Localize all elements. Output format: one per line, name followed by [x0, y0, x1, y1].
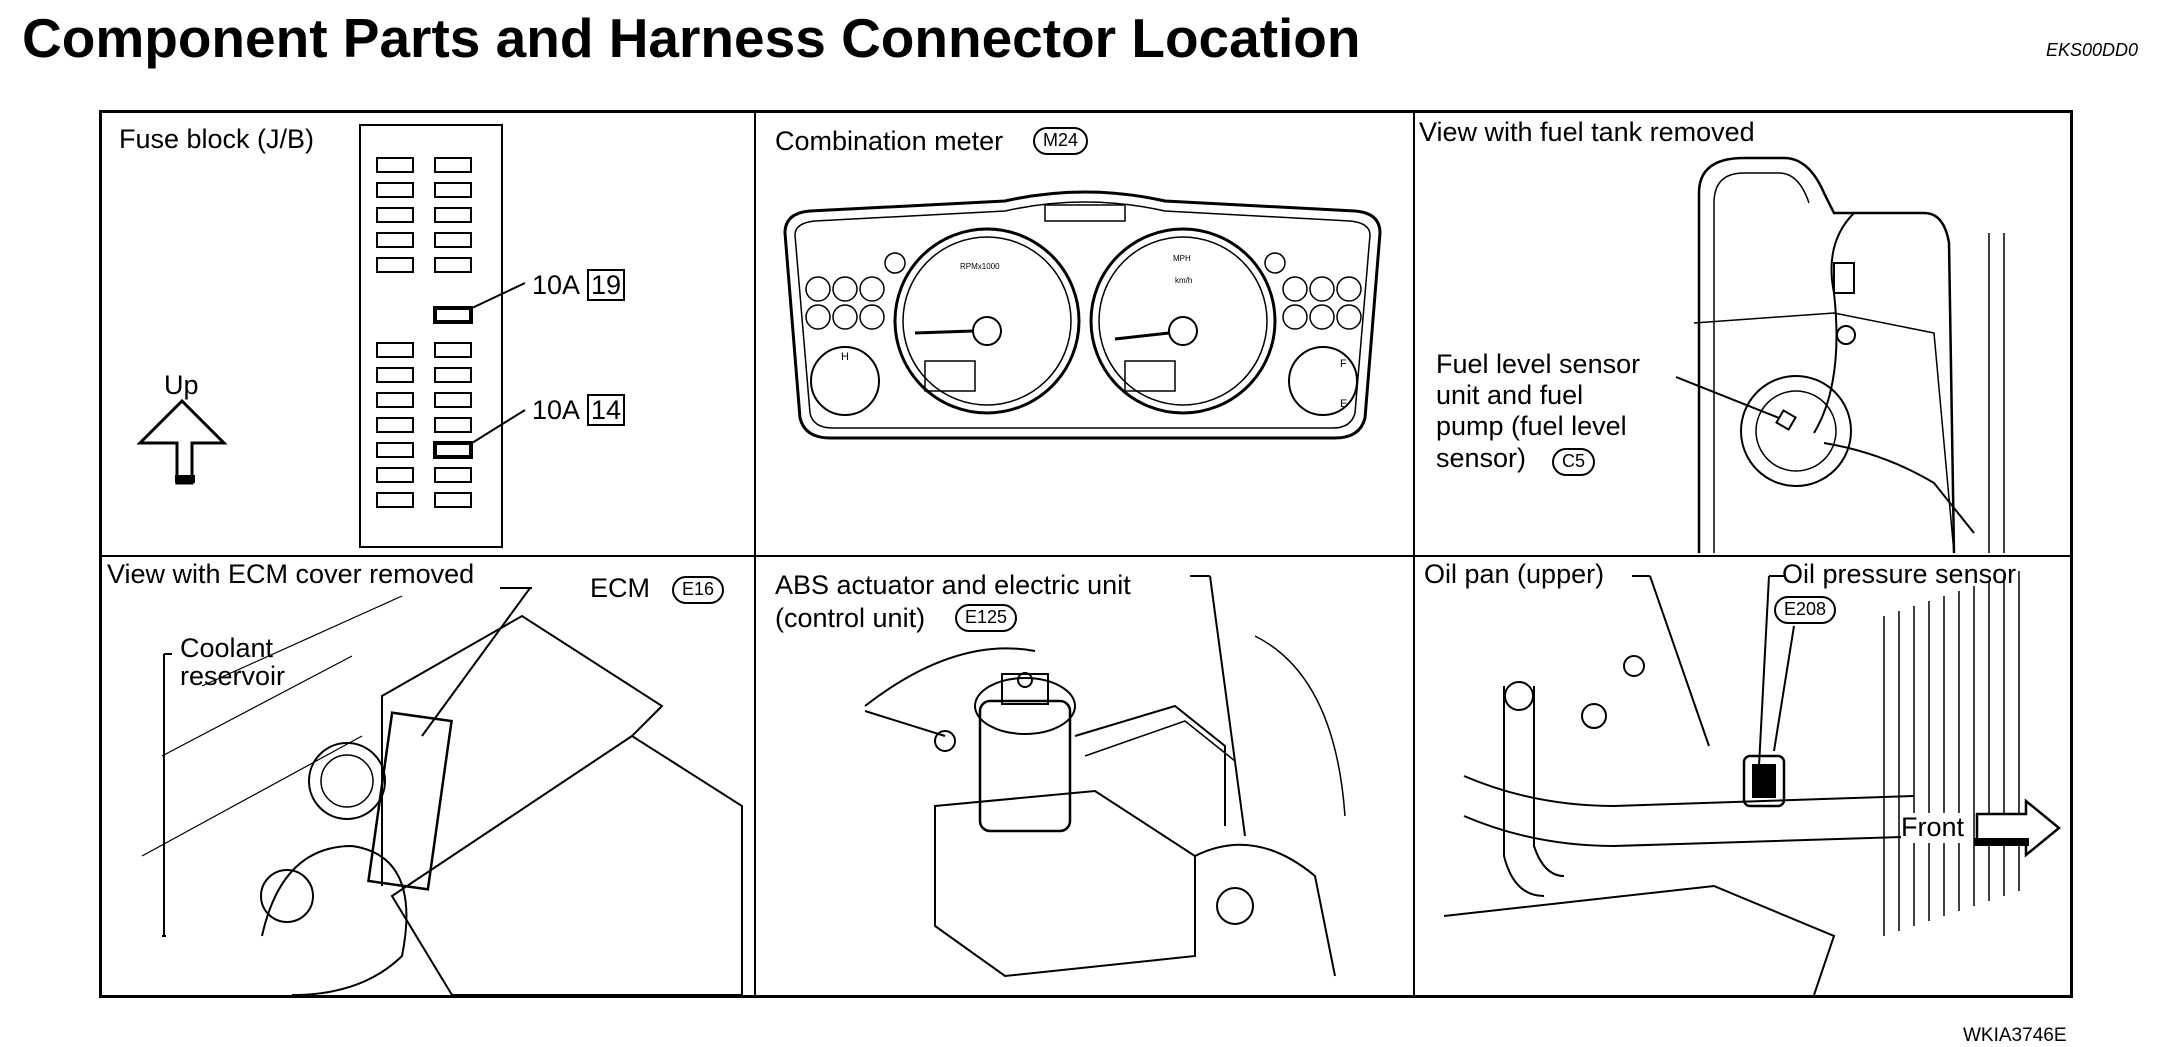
fuel-tank-drawing	[1675, 156, 2005, 554]
combination-meter-drawing	[783, 190, 1382, 440]
page-title: Component Parts and Harness Connector Lo…	[22, 7, 1361, 69]
panel-abs: ABS actuator and electric unit (control …	[755, 556, 1414, 995]
oil-pan-drawing	[1443, 571, 2061, 995]
grid-lines	[102, 113, 2070, 995]
coolant-label-line2: reservoir	[180, 661, 286, 691]
panel-fuse-block: Fuse block (J/B)	[102, 113, 755, 556]
kmh-label: km/h	[1175, 276, 1193, 285]
connector-e208: E208	[1774, 596, 1837, 624]
up-arrow-label: Up	[164, 370, 199, 400]
ecm-drawing	[141, 587, 743, 995]
fuel-e-label: E	[1340, 398, 1348, 410]
diagram-frame: Fuse block (J/B)	[99, 110, 2073, 998]
fuse-14-amp: 10A	[532, 395, 581, 425]
connector-e125: E125	[955, 604, 1018, 632]
fuel-sensor-line1: Fuel level sensor	[1436, 349, 1641, 379]
front-direction-label: Front	[1901, 812, 1965, 843]
fuel-sensor-line2: unit and fuel	[1436, 380, 1584, 410]
fuel-tank-title: View with fuel tank removed	[1419, 117, 1755, 147]
fuse-19-amp: 10A	[532, 270, 581, 300]
connector-m24: M24	[1033, 127, 1089, 155]
panel-ecm: View with ECM cover removed ECM E16 Cool…	[102, 556, 755, 995]
oil-pan-label: Oil pan (upper)	[1424, 559, 1605, 589]
coolant-label-line1: Coolant	[180, 633, 274, 663]
fuse-block-drawing	[136, 124, 526, 548]
connector-c5: C5	[1552, 448, 1596, 476]
ecm-view-title: View with ECM cover removed	[107, 559, 475, 589]
fuel-f-label: F	[1340, 358, 1347, 370]
connector-e16: E16	[672, 576, 725, 604]
abs-title-line2: (control unit)	[775, 603, 926, 633]
temp-h-label: H	[841, 351, 849, 363]
panel-fuel-tank: View with fuel tank removed Fuel level s…	[1414, 113, 2070, 556]
abs-drawing	[864, 575, 1346, 978]
fuel-sensor-line4: sensor)	[1436, 443, 1527, 473]
panel-oil-pan: Oil pan (upper) Oil pressure sensor E208	[1414, 556, 2070, 995]
fuse-block-title: Fuse block (J/B)	[119, 124, 315, 154]
fuse-19-number: 19	[587, 269, 626, 302]
figure-code: WKIA3746E	[1963, 1025, 2067, 1046]
fuel-sensor-line3: pump (fuel level	[1436, 411, 1627, 441]
document-code: EKS00DD0	[2046, 40, 2139, 60]
abs-title-line1: ABS actuator and electric unit	[775, 570, 1131, 600]
oil-pressure-sensor-label: Oil pressure sensor	[1782, 559, 2017, 589]
panel-combination-meter: Combination meter M24	[755, 113, 1414, 556]
fuse-14-number: 14	[587, 394, 626, 427]
mph-label: MPH	[1173, 254, 1191, 263]
combination-meter-title: Combination meter	[775, 126, 1004, 156]
rpm-label: RPMx1000	[960, 262, 1000, 271]
ecm-label: ECM	[590, 573, 650, 603]
